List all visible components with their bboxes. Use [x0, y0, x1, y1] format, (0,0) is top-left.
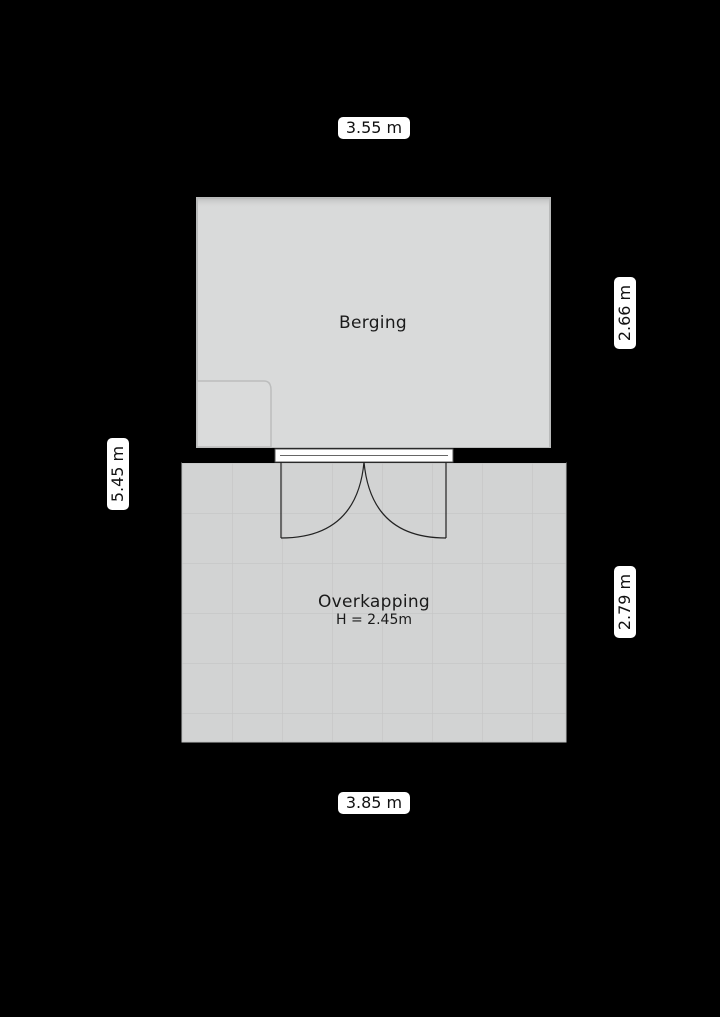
dimension-total-depth: 5.45 m	[107, 438, 129, 510]
storage-room-label: Berging	[323, 313, 423, 333]
dimension-storage-depth: 2.66 m	[614, 277, 636, 349]
double-door	[274, 448, 454, 539]
dimension-bottom-width: 3.85 m	[338, 792, 410, 814]
dimension-top-width: 3.55 m	[338, 117, 410, 139]
canopy-area	[182, 463, 566, 742]
door-right-swing-arc	[363, 461, 447, 539]
storage-room-inner-shadow	[197, 198, 550, 208]
canopy-room-name: Overkapping	[317, 592, 431, 612]
storage-room-name: Berging	[339, 313, 407, 333]
canopy-height-label: H = 2.45m	[336, 612, 412, 628]
canopy-room-label: Overkapping H = 2.45m	[294, 592, 454, 628]
dimension-canopy-depth: 2.79 m	[614, 566, 636, 638]
storage-cabinet	[196, 380, 272, 448]
door-left-swing-arc	[280, 461, 365, 539]
